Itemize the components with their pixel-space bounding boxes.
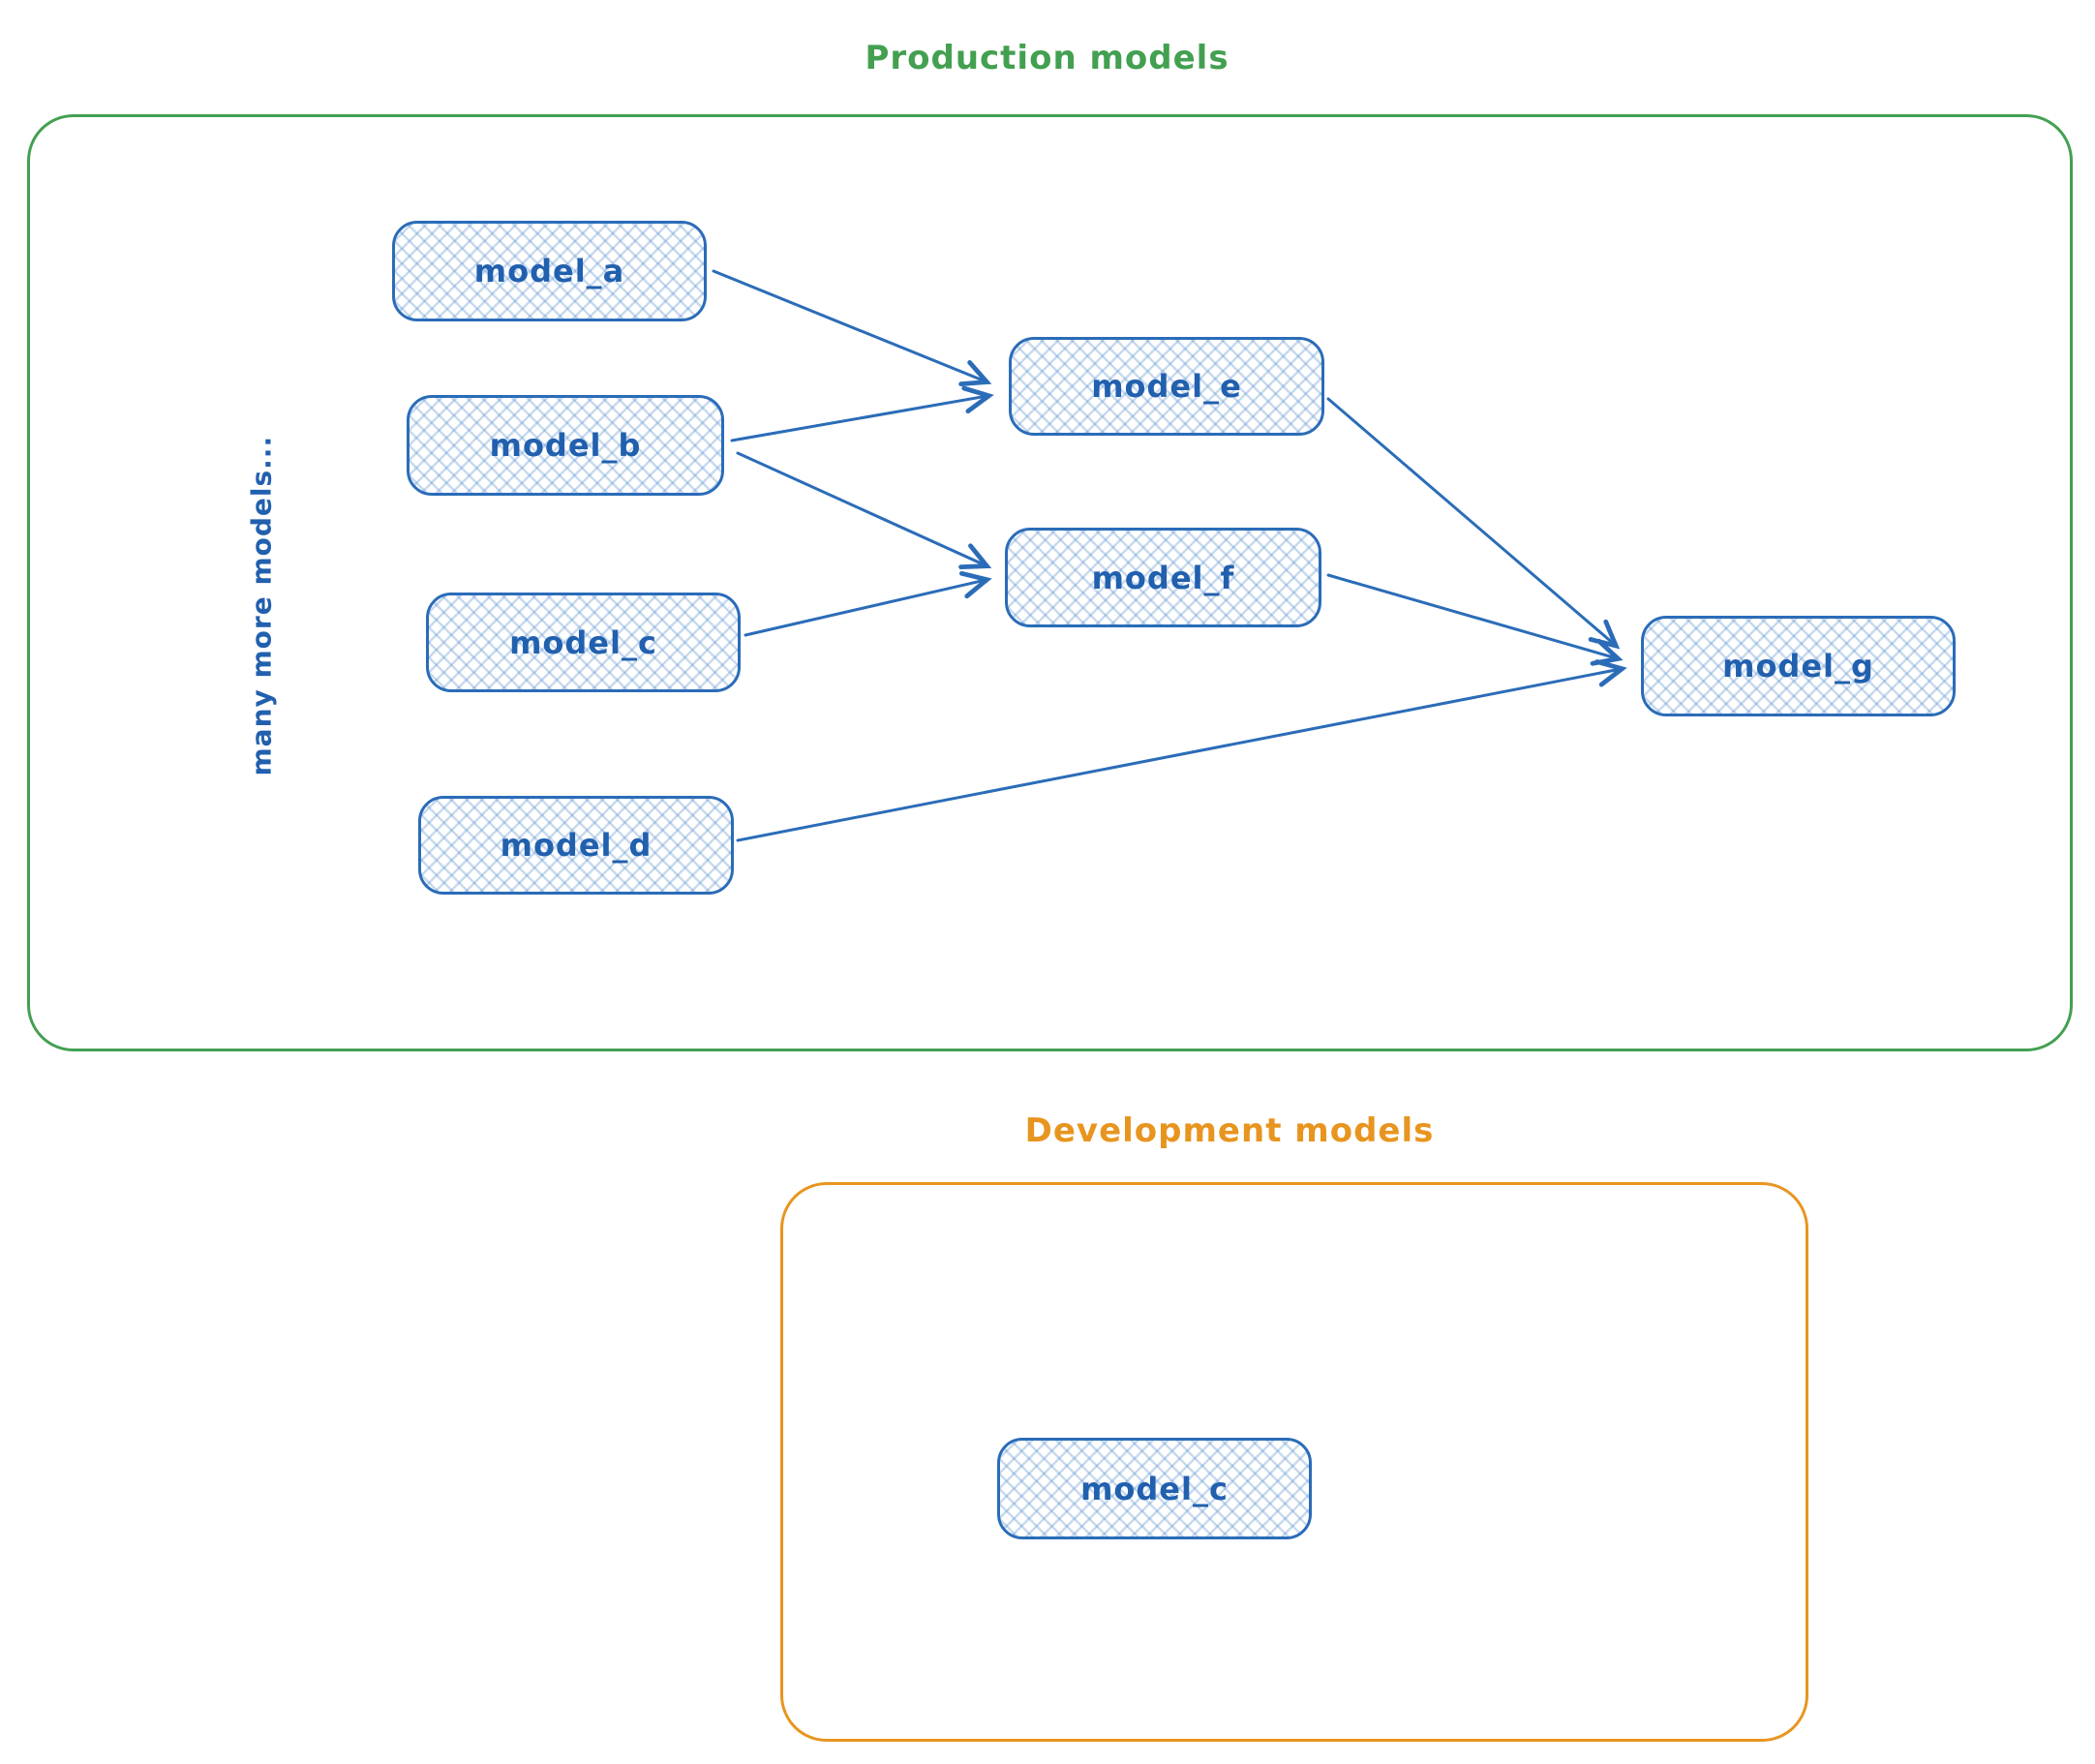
node-model-b-label: model_b — [489, 427, 642, 464]
node-model-f: model_f — [1005, 528, 1321, 627]
node-model-d-label: model_d — [500, 827, 653, 864]
node-model-f-label: model_f — [1091, 559, 1235, 596]
node-model-c-development-label: model_c — [1080, 1470, 1229, 1507]
node-model-c: model_c — [426, 593, 741, 692]
node-model-e-label: model_e — [1091, 368, 1242, 405]
node-model-b: model_b — [407, 395, 724, 496]
production-container — [27, 114, 2073, 1051]
development-section-title: Development models — [1024, 1111, 1435, 1150]
many-more-models-note: many more models... — [245, 435, 278, 776]
node-model-c-development: model_c — [997, 1438, 1312, 1539]
node-model-d: model_d — [418, 796, 734, 895]
node-model-a-label: model_a — [473, 253, 625, 289]
node-model-g-label: model_g — [1722, 648, 1874, 684]
node-model-g: model_g — [1641, 616, 1956, 716]
node-model-a: model_a — [392, 221, 707, 321]
node-model-e: model_e — [1009, 337, 1324, 436]
node-model-c-label: model_c — [509, 623, 657, 661]
development-container — [780, 1182, 1808, 1742]
production-section-title: Production models — [865, 39, 1230, 77]
